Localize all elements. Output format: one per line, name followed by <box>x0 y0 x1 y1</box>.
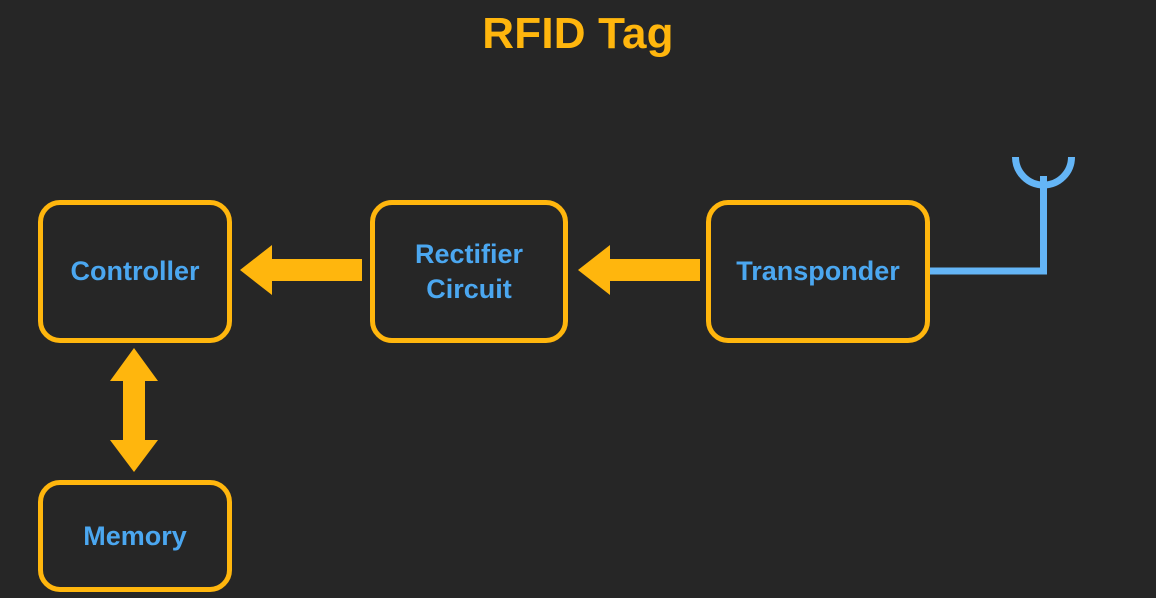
page-title: RFID Tag <box>482 9 674 58</box>
node-memory[interactable]: Memory <box>38 480 232 592</box>
node-transponder-label: Transponder <box>736 256 900 287</box>
node-controller[interactable]: Controller <box>38 200 232 343</box>
node-rectifier-circuit[interactable]: Rectifier Circuit <box>370 200 568 343</box>
arrow-left-icon-rectifier-to-controller <box>240 245 362 295</box>
node-rectifier-label-line1: Rectifier <box>414 238 524 269</box>
node-rectifier-label-wrapper: Rectifier Circuit <box>415 237 523 306</box>
node-transponder[interactable]: Transponder <box>706 200 930 343</box>
antenna-icon-lead <box>930 176 1047 275</box>
antenna-icon-arc <box>1012 156 1075 189</box>
arrow-up-down-icon-controller-memory <box>110 348 158 472</box>
node-controller-label: Controller <box>70 256 200 287</box>
arrow-left-icon-transponder-to-rectifier <box>578 245 700 295</box>
node-memory-label: Memory <box>83 520 187 551</box>
node-rectifier-label-line2: Circuit <box>426 273 512 304</box>
